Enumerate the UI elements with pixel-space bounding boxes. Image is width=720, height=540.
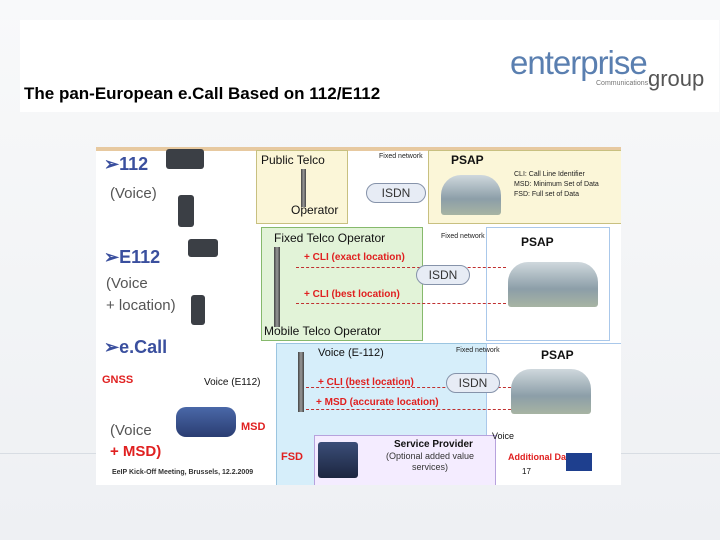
eu-flag-icon (566, 453, 592, 471)
operator-label: Operator (291, 203, 338, 217)
isdn-label-1: ISDN (382, 186, 411, 200)
msd-accurate-label: + MSD (accurate location) (316, 397, 439, 408)
label-112: ➢112 (104, 154, 148, 175)
slide-footer: EeIP Kick-Off Meeting, Brussels, 12.2.20… (112, 469, 253, 476)
isdn-label-3: ISDN (459, 376, 488, 390)
logo-main: enterprise (510, 44, 647, 82)
psap-building-icon-1 (441, 175, 501, 215)
page-title: The pan-European e.Call Based on 112/E11… (24, 84, 380, 104)
fixed-telco-label: Fixed Telco Operator (274, 231, 385, 245)
mobile-phone-icon-2 (191, 295, 205, 325)
voice-e112-left-label: Voice (E112) (204, 377, 261, 388)
enterprise-group-logo: enterprise Communications group (510, 44, 710, 94)
server-icon (318, 442, 358, 478)
cli-exact-label: + CLI (exact location) (304, 252, 405, 263)
psap-label-3: PSAP (541, 348, 574, 362)
desk-phone-icon-2 (188, 239, 218, 257)
isdn-label-2: ISDN (429, 268, 458, 282)
fixed-network-label-1: Fixed network (379, 153, 423, 160)
page-number: 17 (522, 467, 531, 476)
label-112-voice: (Voice) (110, 185, 157, 202)
desk-phone-icon (166, 149, 204, 169)
mobile-telco-label: Mobile Telco Operator (264, 324, 381, 338)
fixed-network-label-3: Fixed network (456, 347, 500, 354)
isdn-cloud-2: ISDN (416, 265, 470, 285)
legend-fsd: FSD: Full set of Data (514, 191, 579, 198)
psap-label-2: PSAP (521, 235, 554, 249)
fsd-label: FSD (281, 451, 303, 463)
car-icon (176, 407, 236, 437)
msd-label: MSD (241, 421, 265, 433)
fixed-network-label-2: Fixed network (441, 233, 485, 240)
psap-building-icon-2 (508, 262, 598, 307)
isdn-cloud-1: ISDN (366, 183, 426, 203)
service-provider-sub: (Optional added value services) (368, 451, 492, 473)
isdn-cloud-3: ISDN (446, 373, 500, 393)
antenna-tower-icon-2 (274, 247, 280, 327)
label-e112-location: + location) (106, 297, 176, 314)
voice-e112-label: Voice (E-112) (318, 347, 384, 359)
antenna-tower-icon-3 (298, 352, 304, 412)
logo-group: group (648, 66, 704, 92)
cli-exact-arrow (296, 267, 506, 268)
psap-label-1: PSAP (451, 153, 484, 167)
voice-label: Voice (492, 431, 514, 441)
label-ecall-msd: + MSD) (110, 443, 161, 460)
gnss-label: GNSS (102, 374, 133, 386)
public-telco-label: Public Telco (261, 153, 325, 167)
logo-sub: Communications (596, 80, 648, 87)
service-provider-label: Service Provider (394, 439, 473, 450)
legend-msd: MSD: Minimum Set of Data (514, 181, 599, 188)
header-banner: The pan-European e.Call Based on 112/E11… (20, 20, 719, 112)
ecall-diagram: ➢112 (Voice) Public Telco Fixed network … (96, 147, 621, 485)
additional-data-label: Additional Data (508, 452, 574, 462)
psap-building-icon-3 (511, 369, 591, 414)
antenna-tower-icon-1 (301, 169, 306, 207)
psap-panel-3 (486, 343, 621, 485)
cli-best-arrow (296, 303, 506, 304)
label-e112: ➢E112 (104, 247, 160, 268)
msd-accurate-arrow (306, 409, 516, 410)
legend-cli: CLI: Call Line Identifier (514, 171, 585, 178)
mobile-phone-icon (178, 195, 194, 227)
label-ecall-voice: (Voice (110, 422, 152, 439)
cli-best-label: + CLI (best location) (304, 289, 400, 300)
label-ecall: ➢e.Call (104, 337, 167, 358)
label-e112-voice: (Voice (106, 275, 148, 292)
